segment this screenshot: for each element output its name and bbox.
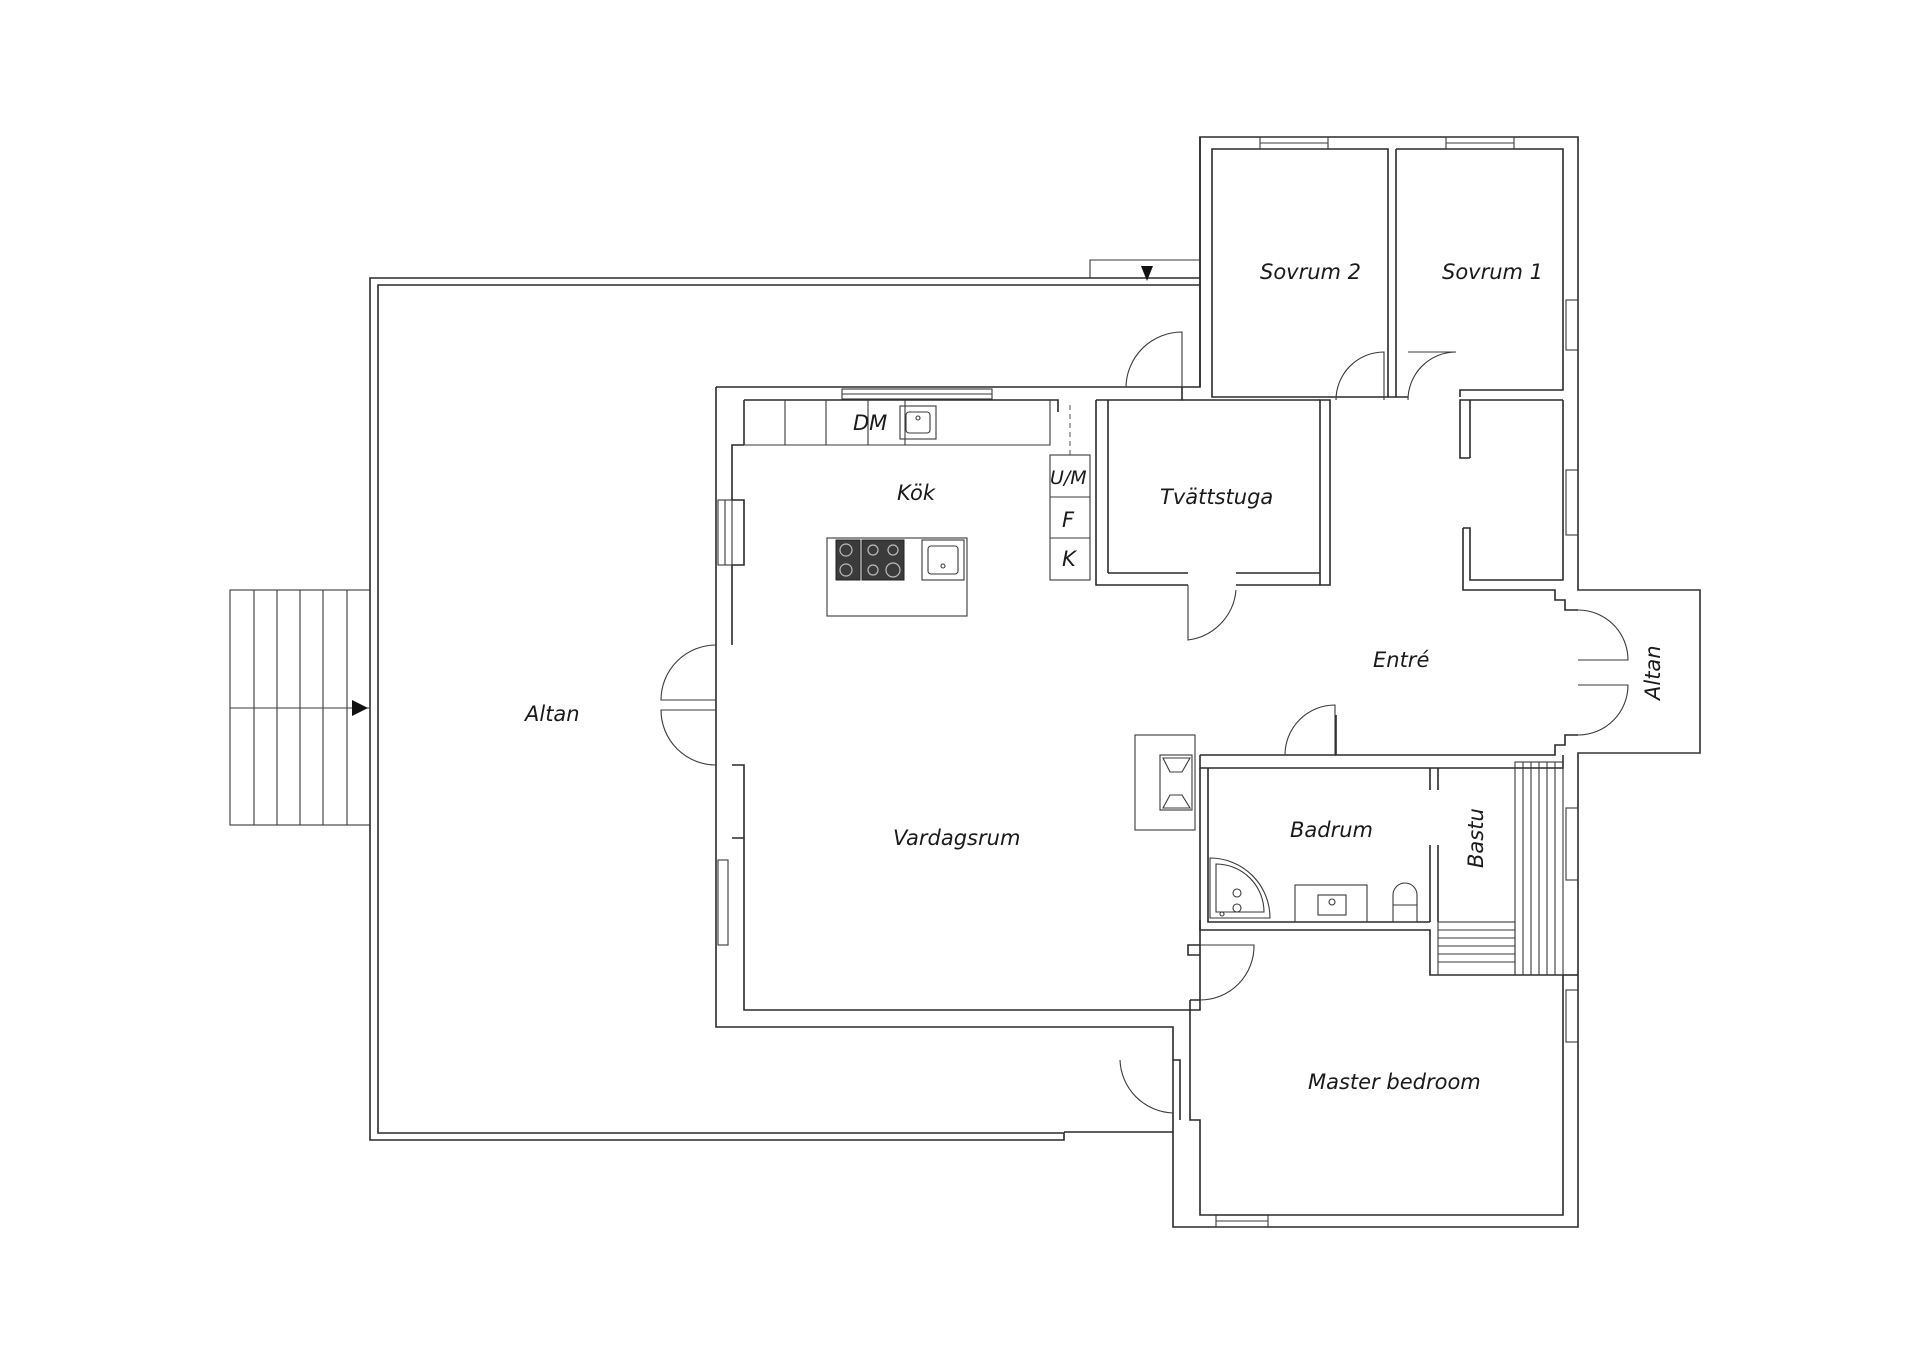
stair-arrow-icon <box>352 700 368 716</box>
label-entre: Entré <box>1373 648 1429 672</box>
entrance-arrow-icon <box>1141 266 1153 281</box>
cooktop-icon <box>835 539 861 581</box>
label-kok: Kök <box>897 481 936 505</box>
label-vardagsrum: Vardagsrum <box>893 826 1020 850</box>
entrance-landing <box>1089 259 1200 281</box>
label-badrum: Badrum <box>1290 818 1373 842</box>
doors <box>660 331 1629 1114</box>
label-sovrum-1: Sovrum 1 <box>1442 260 1543 284</box>
label-master-bedroom: Master bedroom <box>1308 1070 1481 1094</box>
label-dm: DM <box>853 411 887 435</box>
label-bastu: Bastu <box>1464 808 1488 868</box>
room-labels: Sovrum 2 Sovrum 1 Kök Tvättstuga Altan E… <box>523 260 1665 1094</box>
label-k: K <box>1062 547 1078 571</box>
label-altan-main: Altan <box>523 702 580 726</box>
toilet-icon <box>1392 882 1418 923</box>
shower-icon <box>1209 857 1271 919</box>
label-sovrum-2: Sovrum 2 <box>1260 260 1361 284</box>
label-tvattstuga: Tvättstuga <box>1160 485 1273 509</box>
sink-icon <box>899 405 937 440</box>
deck-outline <box>369 277 1200 1141</box>
label-f: F <box>1062 508 1075 532</box>
house-walls <box>715 136 1701 1228</box>
washbasin-icon <box>1294 884 1368 923</box>
label-um: U/M <box>1050 467 1087 489</box>
deck-stairs <box>229 589 371 826</box>
label-altan-side: Altan <box>1641 645 1665 702</box>
